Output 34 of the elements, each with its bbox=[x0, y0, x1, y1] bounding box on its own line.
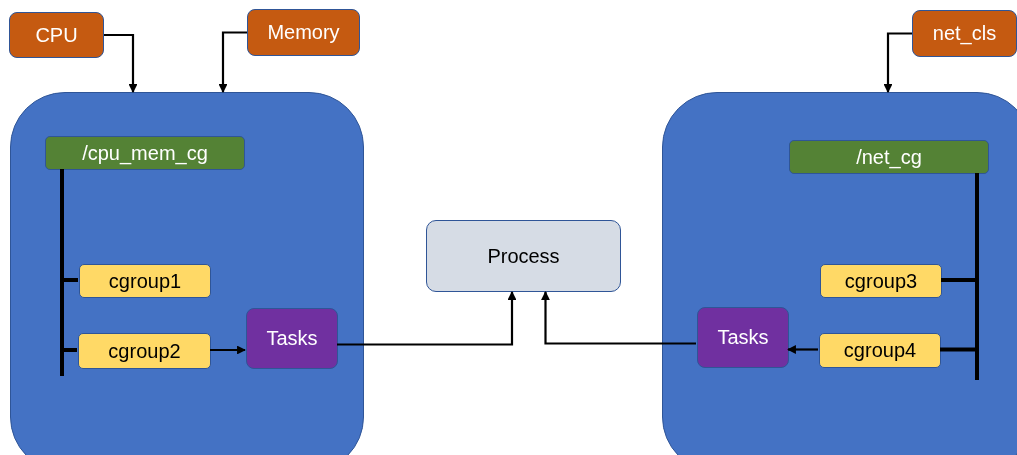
arrow bbox=[541, 291, 696, 345]
cgroup-hierarchy-panel bbox=[10, 92, 364, 455]
node-label: cgroup4 bbox=[843, 339, 917, 362]
node-label: /cpu_mem_cg bbox=[82, 141, 208, 165]
tasks-box bbox=[697, 307, 789, 368]
node-label: CPU bbox=[35, 23, 78, 47]
cgroup-box bbox=[79, 264, 211, 298]
cgroup-hierarchy-panel bbox=[662, 92, 1017, 455]
cgroup-box bbox=[78, 333, 211, 369]
tree-line bbox=[940, 173, 979, 352]
node-label: /net_cg bbox=[856, 145, 922, 169]
node-label: Memory bbox=[267, 21, 340, 44]
hierarchy-root-box bbox=[789, 140, 989, 174]
process-box bbox=[426, 220, 621, 292]
arrow bbox=[210, 345, 246, 355]
resource-box bbox=[247, 9, 360, 56]
node-label: cgroup3 bbox=[844, 269, 918, 293]
node-label: cgroup2 bbox=[108, 339, 181, 363]
arrow bbox=[104, 33, 138, 93]
arrow bbox=[337, 291, 517, 346]
node-label: Tasks bbox=[717, 326, 769, 349]
hierarchy-root-box bbox=[45, 136, 245, 170]
resource-box bbox=[912, 10, 1017, 57]
resource-box bbox=[9, 12, 104, 58]
cgroup-box bbox=[820, 264, 942, 298]
node-label: cgroup1 bbox=[108, 269, 182, 293]
arrow bbox=[787, 345, 818, 354]
cgroup-box bbox=[819, 333, 941, 368]
node-label: Tasks bbox=[266, 327, 318, 350]
tasks-box bbox=[246, 308, 338, 369]
arrow bbox=[883, 32, 912, 93]
node-label: Process bbox=[487, 244, 560, 268]
node-label: net_cls bbox=[932, 22, 997, 45]
arrow bbox=[218, 31, 247, 93]
